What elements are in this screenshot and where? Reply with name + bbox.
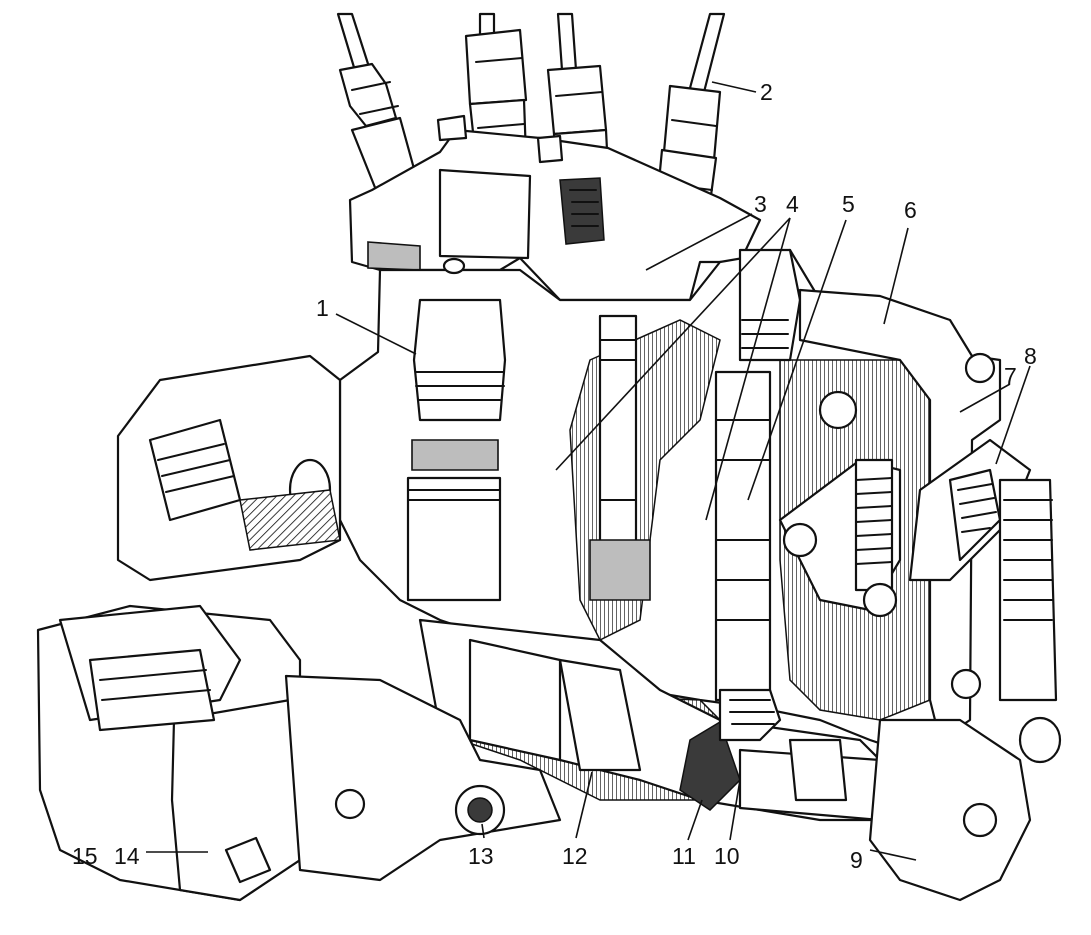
advance-mechanism [116, 354, 342, 582]
callout-labels: 1 2 3 4 5 6 7 8 9 10 11 12 13 14 15 [72, 79, 1037, 873]
leader-2 [711, 81, 757, 93]
callout-1: 1 [316, 295, 329, 321]
leader-6 [883, 227, 909, 325]
callout-10: 10 [714, 843, 740, 869]
stop-solenoid [908, 438, 1062, 764]
leader-9 [869, 849, 917, 861]
callout-7: 7 [1004, 363, 1017, 389]
distributor-plunger [406, 257, 507, 602]
callout-11: 11 [672, 843, 696, 869]
callout-9: 9 [850, 847, 863, 873]
end-flange [868, 718, 1032, 902]
leader-12 [575, 771, 593, 839]
callout-13: 13 [468, 843, 494, 869]
leader-4b [705, 217, 791, 521]
leader-1 [335, 313, 417, 355]
callout-12: 12 [562, 843, 588, 869]
leader-5 [747, 219, 847, 501]
hydraulic-head [348, 114, 762, 302]
callout-8: 8 [1024, 343, 1037, 369]
leader-8 [995, 365, 1031, 465]
metering-valve [589, 248, 802, 702]
callout-5: 5 [842, 191, 855, 217]
leader-4a [555, 217, 791, 471]
callout-6: 6 [904, 197, 917, 223]
governor-linkage [778, 458, 902, 618]
front-end [36, 604, 562, 902]
callout-3: 3 [754, 191, 767, 217]
leader-7 [959, 383, 1011, 413]
leader-13 [481, 823, 485, 839]
callout-15: 15 [72, 843, 98, 869]
leader-11 [687, 799, 703, 841]
drive-shaft [418, 618, 902, 822]
callout-2: 2 [760, 79, 773, 105]
leader-lines [146, 81, 1031, 861]
leader-3 [645, 213, 753, 271]
callout-14: 14 [114, 843, 140, 869]
leader-10 [729, 779, 741, 841]
governor-cover [798, 288, 1002, 742]
callout-4: 4 [786, 191, 799, 217]
